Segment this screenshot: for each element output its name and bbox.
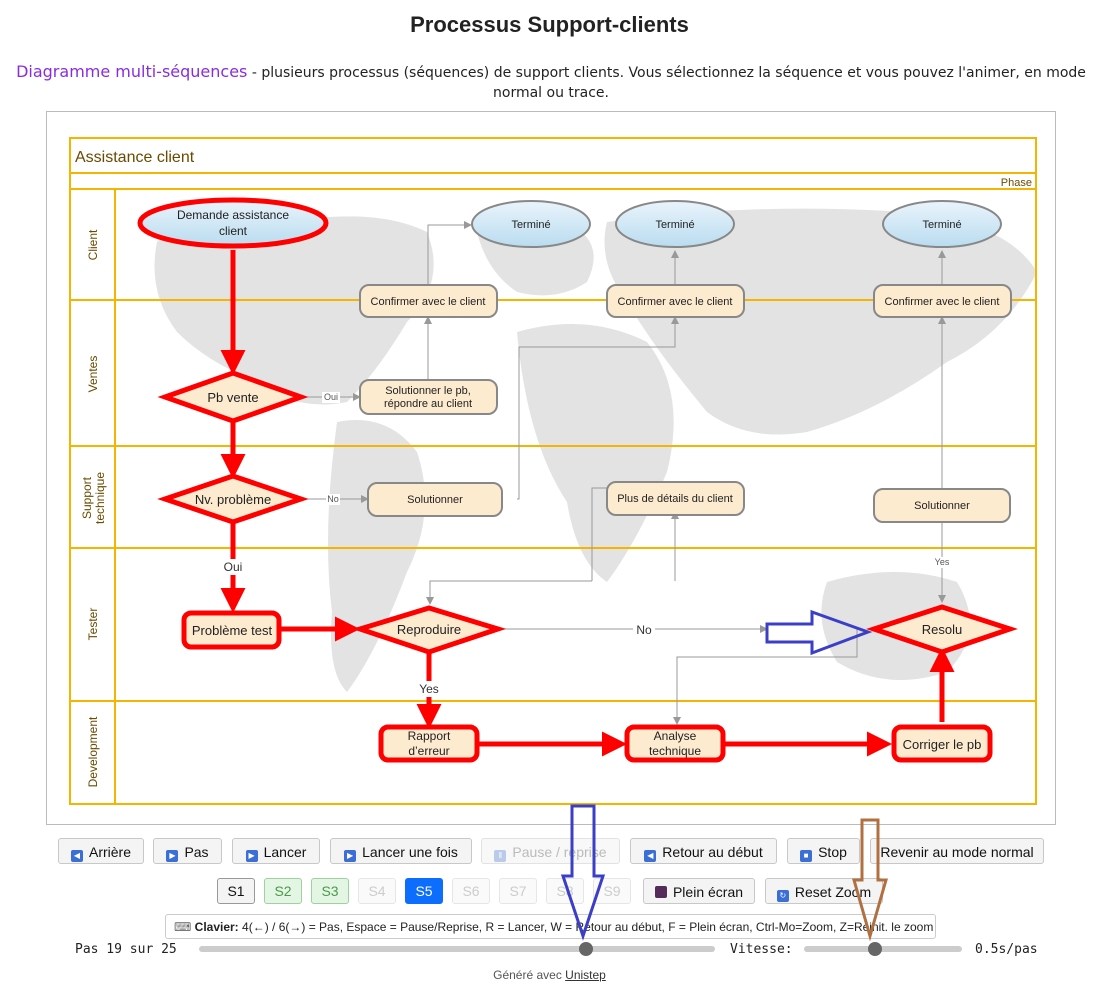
gateway-resolu[interactable] bbox=[866, 604, 1018, 655]
fullscreen-button[interactable]: Plein écran bbox=[643, 878, 755, 904]
pause-icon: ‖ bbox=[494, 850, 507, 862]
pause-resume-button[interactable]: ‖Pause / reprise bbox=[481, 838, 620, 864]
speed-value: 0.5s/pas bbox=[975, 942, 1038, 957]
back-button[interactable]: ◀Arrière bbox=[58, 838, 144, 864]
subtitle-text: - plusieurs processus (séquences) de sup… bbox=[247, 65, 1086, 101]
reset-zoom-button[interactable]: ↻Reset Zoom bbox=[765, 878, 883, 904]
gateway-resolu-label: Resolu bbox=[922, 622, 962, 637]
sequence-button-s9[interactable]: S9 bbox=[593, 878, 631, 904]
task-solutionner-pb-label: Solutionner le pb,répondre au client bbox=[384, 385, 472, 410]
footer-link[interactable]: Unistep bbox=[565, 968, 606, 982]
lane-client-label: Client bbox=[86, 229, 100, 260]
stop-icon: ■ bbox=[800, 850, 813, 862]
gateway-nv-probleme[interactable] bbox=[157, 473, 309, 525]
fast-forward-icon: ▶ bbox=[166, 850, 179, 862]
task-confirmer-3[interactable] bbox=[873, 284, 1012, 318]
task-solutionner-2-label: Solutionner bbox=[914, 500, 970, 512]
speed-slider-thumb[interactable] bbox=[868, 942, 883, 956]
step-counter: Pas 19 sur 25 bbox=[75, 942, 177, 957]
annotation-arrow-right bbox=[765, 609, 873, 656]
step-slider[interactable] bbox=[199, 942, 715, 956]
step-button[interactable]: ▶Pas bbox=[153, 838, 222, 864]
event-termine-1[interactable] bbox=[471, 200, 591, 248]
task-plus-details-label: Plus de détails du client bbox=[617, 493, 733, 505]
event-termine-2[interactable] bbox=[615, 200, 735, 248]
task-probleme-test[interactable] bbox=[181, 610, 282, 650]
sequence-button-s1[interactable]: S1 bbox=[217, 878, 255, 904]
event-demande-assistance[interactable] bbox=[137, 197, 329, 249]
task-corriger-pb[interactable] bbox=[891, 724, 993, 763]
keyboard-help: ⌨ Clavier: 4(←) / 6(→) = Pas, Espace = P… bbox=[165, 914, 936, 939]
sequence-button-s4[interactable]: S4 bbox=[358, 878, 396, 904]
task-solutionner-pb[interactable] bbox=[359, 379, 498, 415]
play-icon: ▶ bbox=[245, 850, 258, 862]
task-plus-details[interactable] bbox=[606, 481, 745, 516]
gateway-nv-probleme-label: Nv. problème bbox=[195, 492, 271, 507]
task-solutionner-1-label: Solutionner bbox=[407, 494, 463, 506]
play-once-button[interactable]: ▶Lancer une fois bbox=[330, 838, 472, 864]
lane-tester-label: Tester bbox=[86, 608, 100, 641]
page-subtitle: Diagramme multi-séquences - plusieurs pr… bbox=[6, 62, 1096, 103]
task-confirmer-1-label: Confirmer avec le client bbox=[371, 296, 486, 308]
task-rapport-erreur[interactable] bbox=[378, 724, 480, 763]
normal-mode-button[interactable]: Revenir au mode normal bbox=[870, 838, 1044, 864]
edge-label-oui-small: Oui bbox=[324, 392, 338, 402]
edge-label-no: No bbox=[636, 623, 652, 637]
sequence-button-s3[interactable]: S3 bbox=[311, 878, 349, 904]
play-once-icon: ▶ bbox=[344, 850, 357, 862]
process-diagram: Assistance client Phase Client Ventes Su… bbox=[69, 137, 1037, 805]
gateway-reproduire-label: Reproduire bbox=[397, 622, 461, 637]
edge-label-yes-small: Yes bbox=[935, 557, 950, 567]
task-confirmer-1[interactable] bbox=[359, 284, 498, 318]
sequence-button-s5[interactable]: S5 bbox=[405, 878, 443, 904]
task-probleme-test-label: Problème test bbox=[192, 623, 273, 638]
task-confirmer-3-label: Confirmer avec le client bbox=[885, 296, 1000, 308]
gateway-pb-vente-label: Pb vente bbox=[207, 390, 258, 405]
lane-development-label: Development bbox=[86, 716, 100, 787]
pool-title: Assistance client bbox=[75, 149, 195, 166]
gateway-reproduire[interactable] bbox=[351, 605, 507, 655]
task-solutionner-1[interactable] bbox=[367, 482, 503, 517]
subtitle-link[interactable]: Diagramme multi-séquences bbox=[16, 62, 248, 81]
inactive-connectors bbox=[302, 221, 946, 725]
sequence-button-s6[interactable]: S6 bbox=[452, 878, 490, 904]
stop-button[interactable]: ■Stop bbox=[787, 838, 860, 864]
edge-label-no-small: No bbox=[327, 494, 339, 504]
diagram-canvas[interactable]: Assistance client Phase Client Ventes Su… bbox=[46, 111, 1056, 825]
event-termine-2-label: Terminé bbox=[655, 219, 694, 231]
refresh-icon: ↻ bbox=[776, 890, 789, 902]
step-slider-thumb[interactable] bbox=[579, 942, 593, 956]
lane-ventes-label: Ventes bbox=[86, 356, 100, 393]
task-confirmer-2-label: Confirmer avec le client bbox=[618, 296, 733, 308]
lane-support-label: Supporttechnique bbox=[80, 472, 107, 524]
page-title: Processus Support-clients bbox=[410, 12, 689, 37]
task-confirmer-2[interactable] bbox=[606, 284, 745, 318]
keyboard-icon: ⌨ bbox=[174, 920, 195, 934]
event-termine-3[interactable] bbox=[882, 200, 1002, 248]
fullscreen-icon bbox=[654, 886, 667, 898]
back-to-start-icon: ◀ bbox=[644, 850, 657, 862]
gateway-pb-vente[interactable] bbox=[157, 370, 309, 424]
rewind-icon: ◀ bbox=[70, 850, 83, 862]
task-solutionner-2[interactable] bbox=[873, 488, 1011, 523]
speed-label: Vitesse: bbox=[730, 942, 793, 957]
speed-slider[interactable] bbox=[804, 942, 962, 956]
phase-label: Phase bbox=[1001, 177, 1032, 189]
sequence-button-s8[interactable]: S8 bbox=[546, 878, 584, 904]
play-button[interactable]: ▶Lancer bbox=[232, 838, 320, 864]
task-analyse-technique[interactable] bbox=[624, 724, 726, 763]
back-to-start-button[interactable]: ◀Retour au début bbox=[630, 838, 777, 864]
footer: Généré avec Unistep bbox=[493, 968, 606, 982]
event-termine-3-label: Terminé bbox=[922, 219, 961, 231]
task-corriger-label: Corriger le pb bbox=[903, 737, 982, 752]
edge-label-yes: Yes bbox=[419, 682, 439, 696]
sequence-button-s7[interactable]: S7 bbox=[499, 878, 537, 904]
sequence-button-s2[interactable]: S2 bbox=[264, 878, 302, 904]
edge-label-oui: Oui bbox=[224, 560, 243, 574]
event-termine-1-label: Terminé bbox=[511, 219, 550, 231]
